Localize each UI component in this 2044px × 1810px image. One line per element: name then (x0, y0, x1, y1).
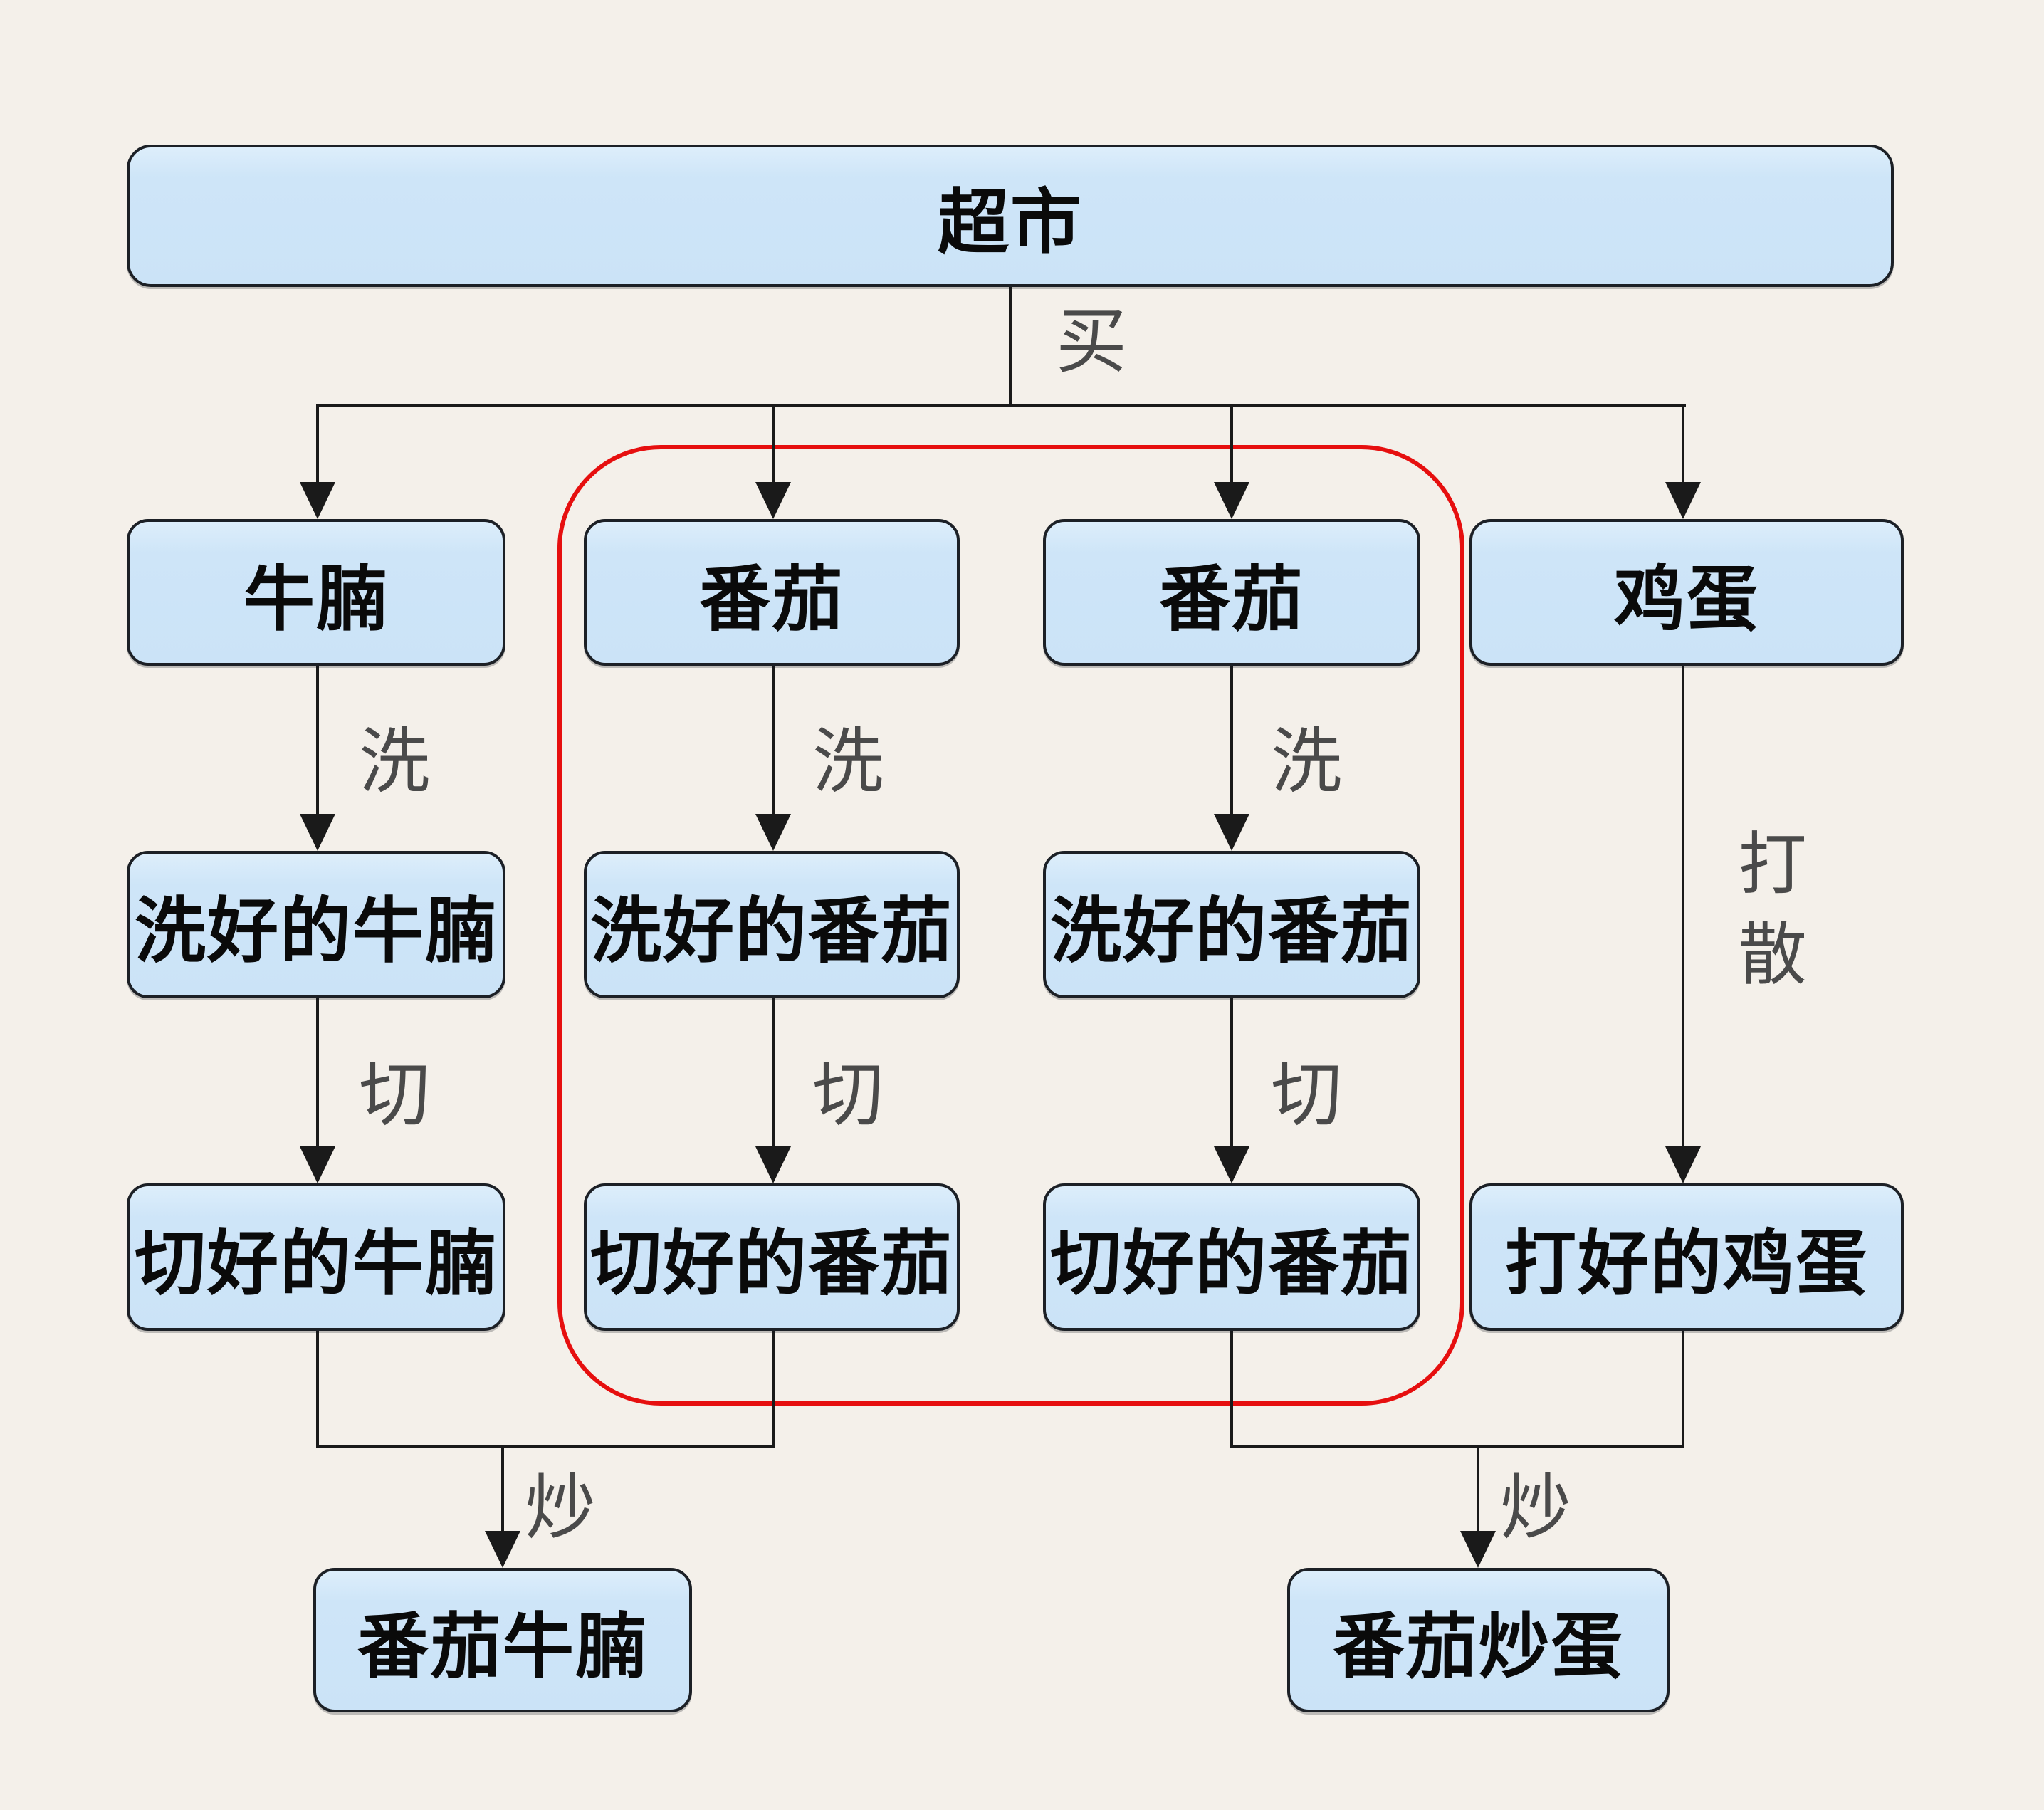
edge-line-merge-right-bar (1230, 1445, 1684, 1448)
edge-line-cut-tomato-right (1230, 998, 1233, 1148)
arrow-down-icon (1665, 1146, 1701, 1183)
node-cut-tomato-right: 切好的番茄 (1043, 1183, 1420, 1331)
arrow-down-icon (485, 1531, 520, 1568)
node-washed-beef: 洗好的牛腩 (127, 851, 505, 998)
edge-line-merge-left-b (772, 1331, 775, 1448)
arrow-down-icon (755, 482, 791, 519)
edge-line-wash-tomato-left (772, 666, 775, 815)
edge-line-distribution-bar (316, 404, 1686, 407)
edge-line-to-tomato-right (1230, 404, 1233, 484)
edge-line-wash-tomato-right (1230, 666, 1233, 815)
edge-label-wash-3: 洗 (1271, 722, 1342, 802)
node-tomato-egg-dish: 番茄炒蛋 (1287, 1568, 1670, 1712)
node-supermarket: 超市 (127, 145, 1894, 287)
node-washed-tomato-right: 洗好的番茄 (1043, 851, 1420, 998)
arrow-down-icon (300, 814, 335, 851)
edge-label-cut-1: 切 (359, 1055, 430, 1135)
node-egg: 鸡蛋 (1469, 519, 1904, 666)
node-cut-beef: 切好的牛腩 (127, 1183, 505, 1331)
edge-line-beat-egg (1682, 666, 1684, 1148)
edge-line-merge-right-a (1230, 1331, 1233, 1448)
edge-line-cut-tomato-left (772, 998, 775, 1148)
node-beef-brisket: 牛腩 (127, 519, 505, 666)
highlight-region-tomato-pipelines (557, 445, 1464, 1406)
edge-label-cut-2: 切 (812, 1055, 884, 1135)
edge-line-to-egg (1682, 404, 1684, 484)
edge-line-fry-right (1477, 1445, 1479, 1532)
edge-label-beat: 打散 (1738, 827, 1807, 993)
edge-line-merge-right-b (1682, 1331, 1684, 1448)
edge-label-wash-1: 洗 (359, 722, 430, 802)
node-cut-tomato-left: 切好的番茄 (584, 1183, 960, 1331)
edge-label-fry-left: 炒 (525, 1468, 596, 1548)
arrow-down-icon (755, 814, 791, 851)
edge-line-to-tomato-left (772, 404, 775, 484)
edge-label-buy: 买 (1056, 302, 1127, 382)
edge-label-fry-right: 炒 (1500, 1468, 1571, 1548)
edge-line-cut-beef (316, 998, 319, 1148)
edge-label-cut-3: 切 (1271, 1055, 1342, 1135)
edge-line-supermarket-stem (1009, 287, 1012, 406)
edge-line-wash-beef (316, 666, 319, 815)
node-tomato-right: 番茄 (1043, 519, 1420, 666)
arrow-down-icon (755, 1146, 791, 1183)
arrow-down-icon (300, 482, 335, 519)
node-tomato-left: 番茄 (584, 519, 960, 666)
arrow-down-icon (1665, 482, 1701, 519)
arrow-down-icon (1214, 814, 1249, 851)
edge-line-merge-left-a (316, 1331, 319, 1448)
edge-line-fry-left (501, 1445, 504, 1532)
edge-label-wash-2: 洗 (812, 722, 884, 802)
node-washed-tomato-left: 洗好的番茄 (584, 851, 960, 998)
arrow-down-icon (1214, 482, 1249, 519)
arrow-down-icon (300, 1146, 335, 1183)
edge-line-to-beef (316, 404, 319, 484)
node-tomato-beef-dish: 番茄牛腩 (313, 1568, 692, 1712)
node-beaten-egg: 打好的鸡蛋 (1469, 1183, 1904, 1331)
arrow-down-icon (1214, 1146, 1249, 1183)
arrow-down-icon (1460, 1531, 1496, 1568)
edge-line-merge-left-bar (316, 1445, 775, 1448)
